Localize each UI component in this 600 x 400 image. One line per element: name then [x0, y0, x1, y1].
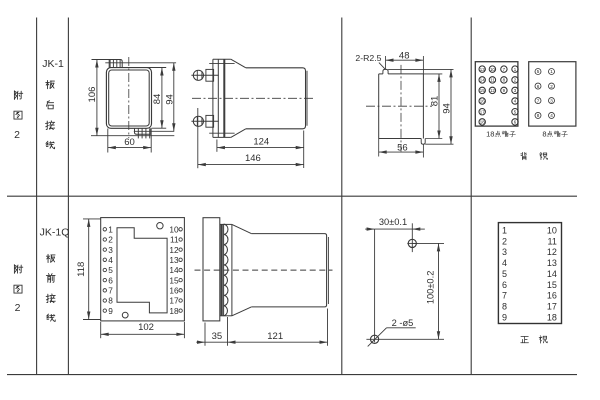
svg-text:106: 106 — [87, 87, 98, 103]
svg-text:5: 5 — [537, 69, 540, 74]
svg-text:81: 81 — [430, 96, 441, 107]
svg-text:1: 1 — [514, 67, 517, 72]
svg-text:8: 8 — [108, 296, 113, 306]
svg-text:16: 16 — [480, 99, 485, 104]
svg-text:11: 11 — [490, 78, 495, 83]
svg-text:7: 7 — [108, 286, 113, 296]
svg-text:17: 17 — [547, 302, 557, 312]
svg-text:15: 15 — [169, 275, 179, 285]
svg-text:3: 3 — [550, 98, 553, 103]
svg-text:14: 14 — [480, 78, 485, 83]
svg-text:5: 5 — [514, 109, 517, 114]
svg-text:118: 118 — [76, 262, 87, 277]
svg-text:3: 3 — [514, 88, 517, 93]
svg-text:2: 2 — [14, 129, 20, 141]
svg-text:9: 9 — [108, 306, 113, 316]
svg-text:2: 2 — [108, 235, 113, 245]
svg-text:18: 18 — [486, 130, 494, 139]
svg-text:1: 1 — [550, 69, 553, 74]
svg-text:13: 13 — [547, 258, 557, 268]
svg-text:6: 6 — [514, 120, 517, 125]
svg-text:8: 8 — [503, 78, 506, 83]
svg-text:3: 3 — [108, 245, 113, 255]
svg-text:6: 6 — [108, 275, 113, 285]
svg-text:4: 4 — [108, 255, 113, 265]
svg-text:6: 6 — [537, 84, 540, 89]
svg-text:94: 94 — [164, 94, 175, 105]
svg-text:17: 17 — [169, 296, 179, 306]
svg-text:13: 13 — [169, 255, 179, 265]
svg-text:18: 18 — [169, 306, 179, 316]
svg-text:1: 1 — [108, 225, 113, 235]
svg-text:17: 17 — [480, 109, 485, 114]
svg-text:11: 11 — [548, 236, 557, 246]
svg-text:10: 10 — [169, 225, 179, 235]
svg-text:2: 2 — [550, 84, 553, 89]
svg-text:14: 14 — [547, 269, 557, 279]
svg-text:15: 15 — [547, 280, 557, 290]
svg-text:18: 18 — [480, 120, 485, 125]
svg-text:124: 124 — [253, 137, 269, 148]
svg-text:2-R2.5: 2-R2.5 — [355, 53, 381, 63]
svg-text:100±0.2: 100±0.2 — [426, 271, 436, 305]
svg-text:8: 8 — [537, 113, 540, 118]
svg-text:2 -ø5: 2 -ø5 — [392, 318, 414, 328]
svg-text:4: 4 — [502, 258, 507, 268]
svg-text:14: 14 — [169, 265, 179, 275]
svg-text:56: 56 — [397, 142, 408, 153]
svg-text:JK-1: JK-1 — [42, 58, 64, 70]
svg-text:4: 4 — [550, 113, 553, 118]
svg-text:7: 7 — [537, 98, 540, 103]
svg-text:1: 1 — [502, 225, 507, 235]
svg-text:9: 9 — [502, 313, 507, 323]
svg-text:13: 13 — [480, 67, 485, 72]
svg-text:6: 6 — [502, 280, 507, 290]
svg-text:5: 5 — [502, 269, 507, 279]
svg-text:16: 16 — [169, 286, 179, 296]
svg-text:48: 48 — [399, 51, 410, 62]
svg-text:12: 12 — [547, 247, 557, 257]
svg-text:2: 2 — [502, 236, 507, 246]
svg-text:84: 84 — [152, 94, 163, 105]
svg-text:146: 146 — [245, 153, 261, 164]
svg-text:11: 11 — [170, 235, 179, 245]
svg-text:10: 10 — [490, 67, 495, 72]
svg-text:3: 3 — [502, 247, 507, 257]
svg-text:8: 8 — [502, 302, 507, 312]
svg-text:35: 35 — [212, 331, 223, 342]
svg-text:4: 4 — [514, 99, 517, 104]
svg-text:5: 5 — [108, 265, 113, 275]
svg-text:16: 16 — [547, 291, 557, 301]
svg-text:9: 9 — [503, 88, 506, 93]
svg-text:10: 10 — [547, 225, 557, 235]
svg-text:12: 12 — [169, 245, 179, 255]
svg-text:12: 12 — [490, 88, 495, 93]
svg-text:2: 2 — [15, 302, 21, 314]
svg-text:94: 94 — [442, 103, 453, 114]
svg-text:121: 121 — [267, 331, 283, 342]
svg-text:8: 8 — [542, 130, 546, 139]
svg-text:60: 60 — [124, 137, 135, 148]
svg-text:JK-1Q: JK-1Q — [40, 227, 70, 239]
svg-text:15: 15 — [480, 88, 485, 93]
svg-text:18: 18 — [547, 313, 557, 323]
svg-text:30±0.1: 30±0.1 — [379, 217, 407, 227]
svg-text:102: 102 — [138, 322, 154, 333]
svg-text:7: 7 — [502, 291, 507, 301]
svg-text:7: 7 — [503, 67, 506, 72]
svg-text:2: 2 — [514, 78, 517, 83]
